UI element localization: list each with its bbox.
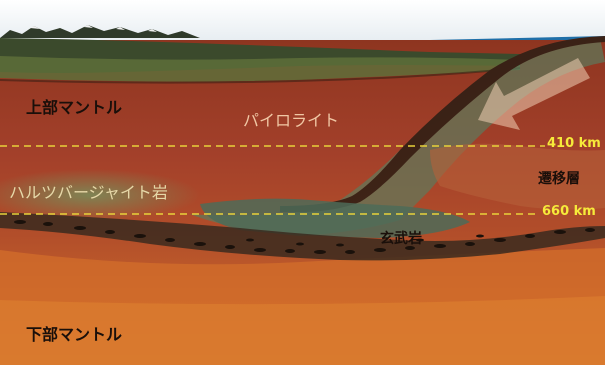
label-harzburgite: ハルツバージャイト岩 [9, 183, 168, 202]
basalt-layer [0, 212, 605, 261]
transition-zone-patch [430, 143, 605, 210]
lower-mantle-deep [0, 296, 605, 365]
harzburgite-lens [200, 198, 470, 238]
label-pyrolite: パイロライト [243, 111, 340, 130]
subducting-slab [280, 36, 605, 213]
slab-halo [190, 38, 605, 236]
label-transition-zone: 遷移層 [538, 171, 580, 187]
mountain-range [0, 25, 200, 38]
basalt-blobs [14, 220, 595, 254]
lithosphere-boundary [0, 67, 521, 84]
lithosphere-lower-band [0, 56, 520, 82]
label-upper-mantle: 上部マントル [26, 98, 123, 117]
label-depth-660: 660 km [542, 204, 596, 219]
harzburgite-glow [0, 169, 200, 221]
subduction-direction-arrow [478, 58, 590, 130]
label-depth-410: 410 km [547, 136, 601, 151]
label-basalt: 玄武岩 [380, 231, 422, 247]
label-lower-mantle: 下部マントル [26, 325, 123, 344]
